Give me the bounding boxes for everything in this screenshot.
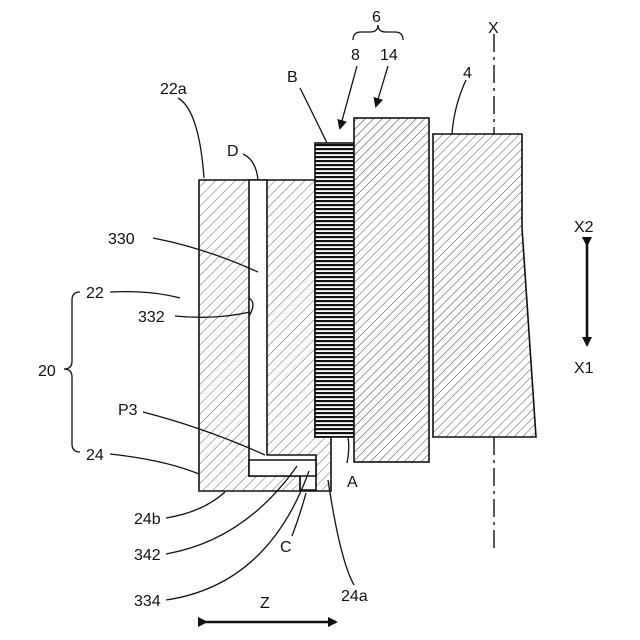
label-x-axis: X [488, 20, 499, 37]
label-24a: 24a [341, 588, 368, 605]
label-334: 334 [134, 593, 161, 610]
lead-14 [376, 66, 388, 106]
label-z: Z [260, 595, 270, 612]
label-332: 332 [138, 309, 165, 326]
label-24: 24 [86, 447, 104, 464]
label-24b: 24b [134, 511, 161, 528]
label-6: 6 [372, 9, 381, 26]
label-342: 342 [134, 547, 161, 564]
lead-a [347, 437, 349, 463]
passage-342 [249, 460, 316, 476]
lead-24a [328, 480, 354, 585]
label-p3: P3 [118, 402, 138, 419]
label-330: 330 [108, 231, 135, 248]
label-x2: X2 [574, 219, 594, 236]
label-22: 22 [86, 285, 104, 302]
component-14 [354, 118, 429, 462]
brace-20 [64, 292, 80, 452]
lead-c [292, 493, 306, 536]
lead-22 [110, 292, 180, 298]
label-8: 8 [351, 47, 360, 64]
label-c: C [280, 539, 292, 556]
label-20: 20 [38, 363, 56, 380]
component-4 [433, 134, 536, 437]
label-a: A [347, 474, 358, 491]
lead-22a [178, 98, 204, 178]
label-4: 4 [463, 65, 472, 82]
label-14: 14 [380, 47, 398, 64]
label-d: D [227, 143, 239, 160]
label-b: B [287, 69, 298, 86]
lead-24 [110, 454, 199, 474]
label-x1: X1 [574, 360, 594, 377]
label-22a: 22a [160, 81, 187, 98]
lead-d [243, 154, 258, 180]
lead-4 [452, 80, 466, 134]
lead-24b [166, 492, 225, 518]
component-8 [315, 143, 354, 437]
lead-b [300, 88, 327, 143]
brace-6 [353, 25, 403, 40]
